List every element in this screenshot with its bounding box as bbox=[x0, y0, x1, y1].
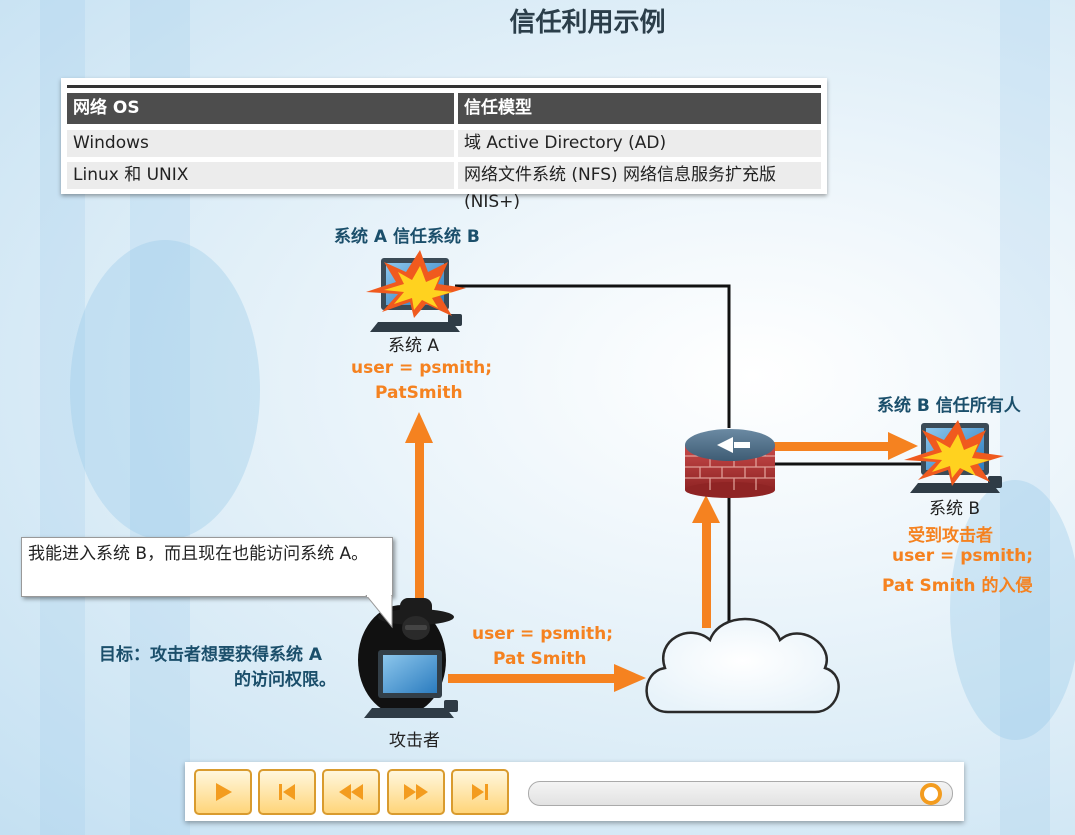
table-cell: Windows bbox=[67, 130, 454, 157]
attacker-credentials-line1: user = psmith; bbox=[472, 624, 614, 644]
system-b-label: 系统 B bbox=[929, 499, 981, 519]
internet-cloud-icon bbox=[645, 617, 840, 714]
table-header-trust-model: 信任模型 bbox=[458, 93, 821, 124]
system-a-credentials-line1: user = psmith; bbox=[351, 358, 493, 378]
background-blob bbox=[950, 480, 1075, 740]
skip-to-start-button[interactable] bbox=[258, 769, 316, 815]
media-player bbox=[185, 762, 964, 821]
attacker-label: 攻击者 bbox=[389, 731, 440, 751]
skip-to-end-button[interactable] bbox=[451, 769, 509, 815]
attacker-goal-line2: 的访问权限。 bbox=[234, 670, 336, 690]
table-top-rule bbox=[67, 85, 821, 88]
arrow-firewall-to-system-b bbox=[772, 432, 918, 460]
link-system-a-to-firewall bbox=[455, 284, 731, 428]
system-b-status-line2: user = psmith; bbox=[892, 546, 1034, 566]
attacker-icon bbox=[358, 598, 458, 718]
progress-slider[interactable] bbox=[528, 781, 953, 806]
system-a-heading: 系统 A 信任系统 B bbox=[334, 227, 480, 247]
play-button[interactable] bbox=[194, 769, 252, 815]
arrow-attacker-to-system-a bbox=[405, 412, 433, 600]
rewind-button[interactable] bbox=[322, 769, 380, 815]
progress-knob[interactable] bbox=[920, 783, 942, 805]
fast-forward-icon bbox=[404, 784, 428, 800]
attacker-speech-bubble: 我能进入系统 B，而且现在也能访问系统 A。 bbox=[21, 537, 393, 597]
system-b-status-line3: Pat Smith 的入侵 bbox=[882, 576, 1033, 596]
system-b-computer-icon bbox=[904, 420, 1004, 493]
speech-text: 我能进入系统 B，而且现在也能访问系统 A。 bbox=[28, 544, 369, 564]
arrow-cloud-to-firewall bbox=[692, 495, 720, 628]
attacker-goal-line1: 目标：攻击者想要获得系统 A bbox=[99, 645, 323, 665]
arrow-attacker-to-cloud bbox=[448, 664, 646, 692]
table-header-os: 网络 OS bbox=[67, 93, 454, 124]
system-b-status-line1: 受到攻击者 bbox=[908, 526, 993, 546]
page-title: 信任利用示例 bbox=[509, 8, 666, 38]
play-icon bbox=[216, 783, 232, 801]
system-b-heading: 系统 B 信任所有人 bbox=[877, 396, 1021, 416]
fast-forward-button[interactable] bbox=[387, 769, 445, 815]
rewind-icon bbox=[339, 784, 363, 800]
system-a-computer-icon bbox=[366, 250, 466, 332]
system-a-credentials-line2: PatSmith bbox=[375, 383, 463, 403]
firewall-icon bbox=[685, 429, 775, 498]
background-blob bbox=[70, 240, 260, 540]
speech-bubble-tail bbox=[365, 595, 393, 629]
attacker-credentials-line2: Pat Smith bbox=[493, 649, 587, 669]
table-cell: Linux 和 UNIX bbox=[67, 162, 454, 189]
table-cell: 域 Active Directory (AD) bbox=[458, 130, 821, 157]
trust-model-table: 网络 OS 信任模型 Windows 域 Active Directory (A… bbox=[61, 78, 827, 212]
system-a-label: 系统 A bbox=[388, 336, 440, 356]
skip-to-start-icon bbox=[279, 784, 295, 800]
background-band bbox=[1000, 0, 1050, 835]
skip-to-end-icon bbox=[472, 784, 488, 800]
table-cell: 网络文件系统 (NFS) 网络信息服务扩充版 (NIS+) bbox=[458, 162, 821, 212]
